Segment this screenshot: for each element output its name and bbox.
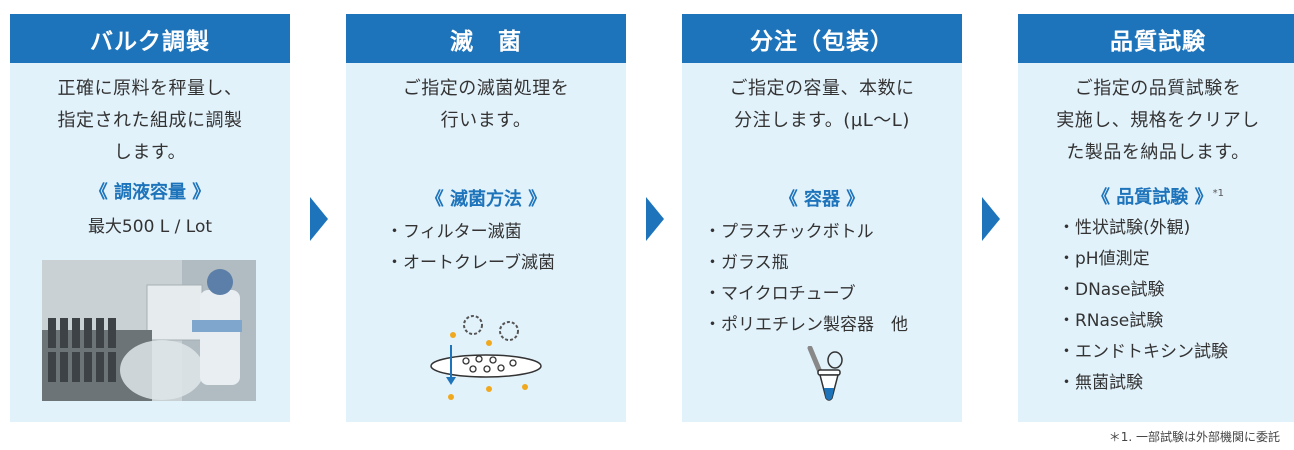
lab-photo: [42, 260, 256, 401]
step-panel-bulk: バルク調製 正確に原料を秤量し、 指定された組成に調製 します。 《 調液容量 …: [10, 14, 290, 422]
method-list: ・フィルター滅菌 ・オートクレーブ滅菌: [386, 217, 626, 279]
test-list: ・性状試験(外観) ・pH値測定 ・DNase試験 ・RNase試験 ・エンドト…: [1058, 213, 1294, 399]
step-title: バルク調製: [10, 14, 290, 63]
step-description: 正確に原料を秤量し、 指定された組成に調製 します。: [57, 78, 243, 163]
step-panel-sterilization: 滅 菌 ご指定の滅菌処理を 行います。 《 滅菌方法 》 ・フィルター滅菌 ・オ…: [346, 14, 626, 422]
list-item: ・DNase試験: [1058, 280, 1165, 300]
list-item: ・フィルター滅菌: [386, 222, 522, 242]
footnote: ＊1. 一部試験は外部機関に委託: [1108, 430, 1280, 444]
step-subheading: 《 品質試験 》*1: [1092, 187, 1224, 208]
microtube-icon: [807, 346, 843, 401]
list-item: ・ポリエチレン製容器 他: [704, 315, 908, 335]
step-subheading: 《 滅菌方法 》: [425, 189, 547, 210]
list-item: ・無菌試験: [1058, 373, 1143, 393]
footnote-marker: *1: [1212, 188, 1224, 199]
arrow-right-icon: [982, 197, 1000, 241]
step-subheading: 《 調液容量 》: [89, 182, 211, 203]
arrow-right-icon: [310, 197, 328, 241]
step-description: ご指定の品質試験を 実施し、規格をクリアし た製品を納品します。: [1056, 78, 1260, 163]
filter-sterilization-icon: [430, 315, 542, 400]
arrow-right-icon: [646, 197, 664, 241]
list-item: ・性状試験(外観): [1058, 218, 1191, 238]
list-item: ・オートクレーブ滅菌: [386, 253, 555, 273]
step-description: ご指定の滅菌処理を 行います。: [402, 78, 570, 131]
volume-value: 最大500 L / Lot: [87, 217, 213, 237]
list-item: ・pH値測定: [1058, 249, 1150, 269]
step-subheading: 《 容器 》: [779, 189, 865, 210]
step-title: 滅 菌: [346, 14, 626, 63]
list-item: ・エンドトキシン試験: [1058, 342, 1228, 362]
list-item: ・マイクロチューブ: [704, 284, 856, 304]
list-item: ・ガラス瓶: [704, 253, 789, 273]
list-item: ・RNase試験: [1058, 311, 1164, 331]
step-title: 品質試験: [1018, 14, 1294, 63]
list-item: ・プラスチックボトル: [704, 222, 874, 242]
step-title: 分注（包装）: [682, 14, 962, 63]
step-description: ご指定の容量、本数に 分注します。(µL～L): [729, 78, 915, 131]
step-panel-filling: 分注（包装） ご指定の容量、本数に 分注します。(µL～L) 《 容器 》 ・プ…: [682, 14, 962, 422]
step-panel-quality-test: 品質試験 ご指定の品質試験を 実施し、規格をクリアし た製品を納品します。 《 …: [1018, 14, 1294, 422]
lab-photo-illustration: [42, 260, 256, 401]
container-list: ・プラスチックボトル ・ガラス瓶 ・マイクロチューブ ・ポリエチレン製容器 他: [704, 217, 962, 341]
